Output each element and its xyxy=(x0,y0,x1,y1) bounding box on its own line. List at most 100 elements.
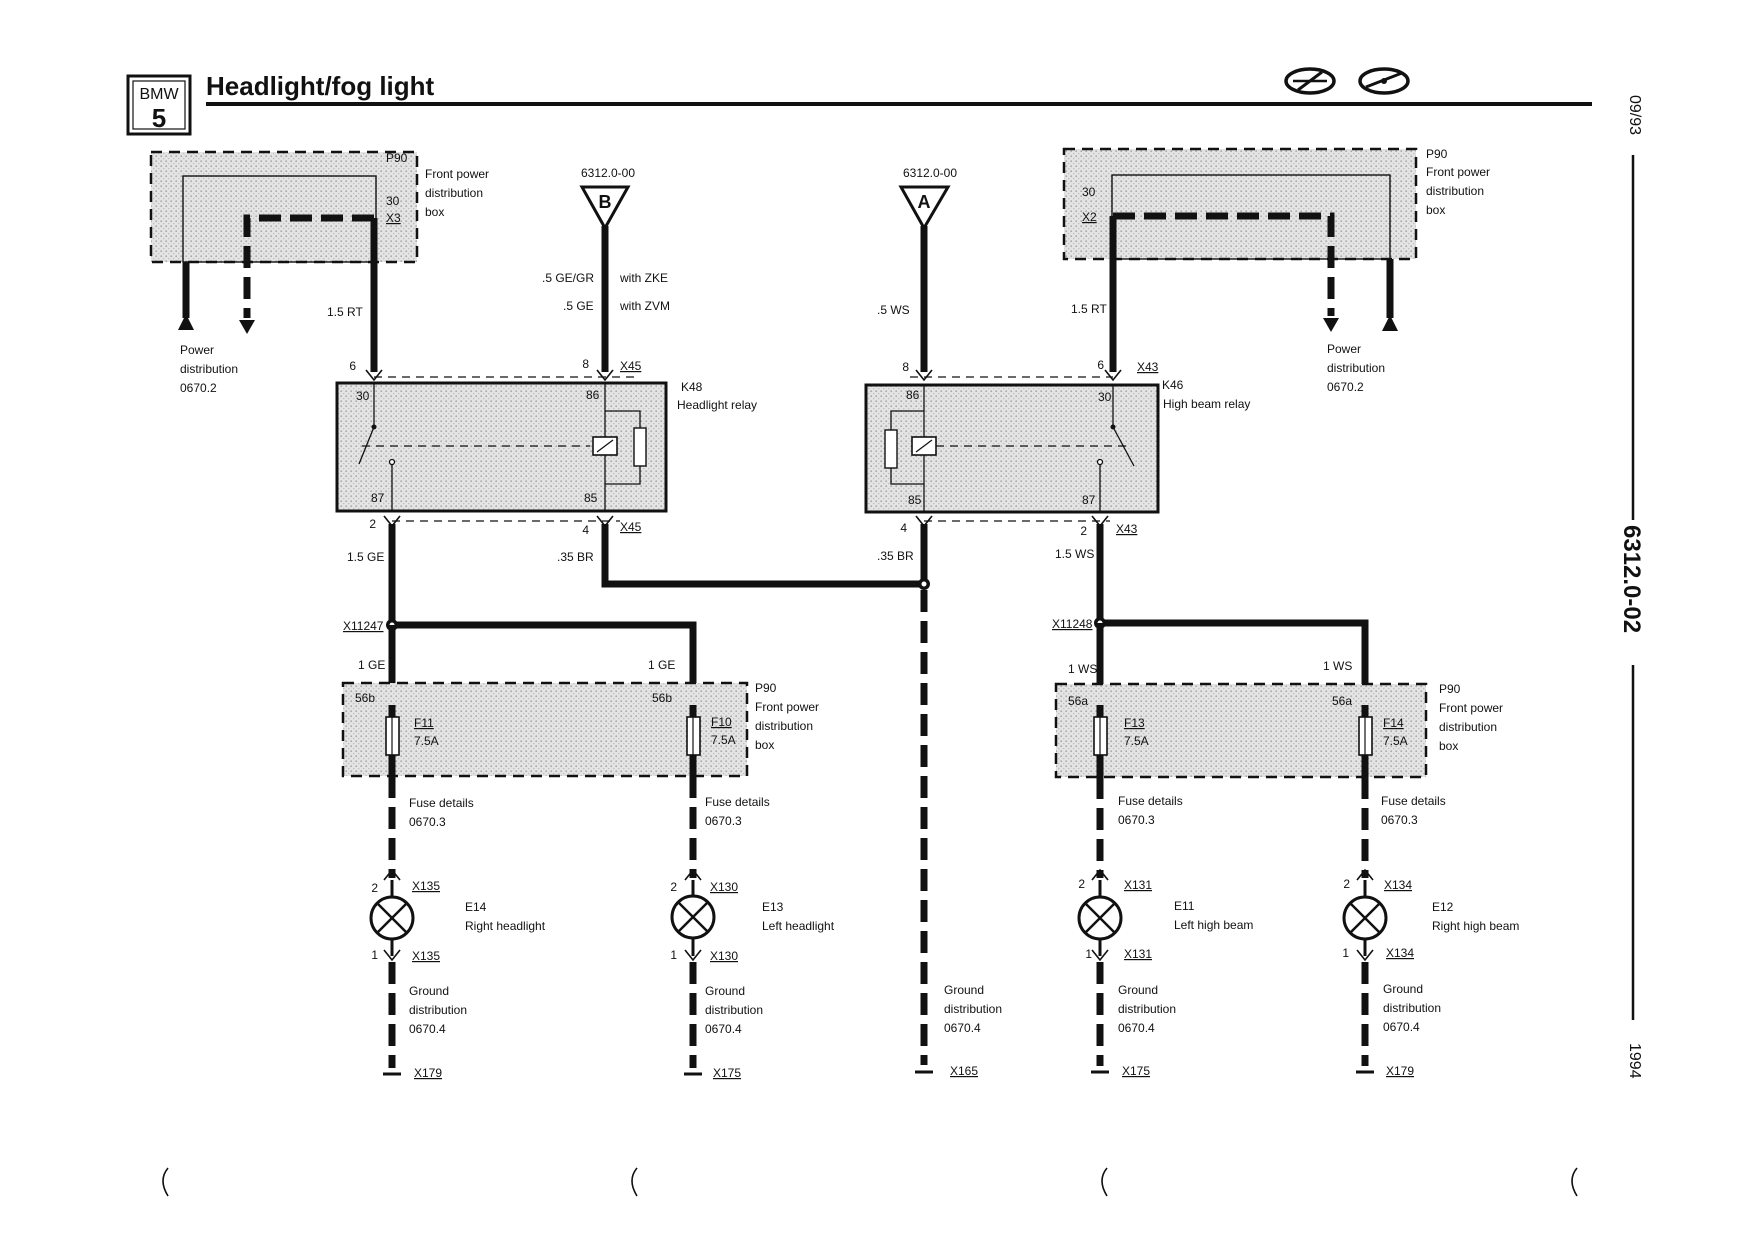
ground-label: Ground xyxy=(1383,982,1423,996)
box-desc-1: Front power xyxy=(755,700,819,714)
pin-label: 2 xyxy=(1078,877,1085,891)
fuse-details-label: Fuse details xyxy=(705,795,770,809)
box-desc-3: box xyxy=(755,738,774,752)
wire-label: 1 WS xyxy=(1068,662,1097,676)
connector-label: X130 xyxy=(710,949,738,963)
wire-label: 1.5 RT xyxy=(1071,302,1107,316)
bmw-logo: BMW 5 xyxy=(126,74,192,136)
no-steering-icon xyxy=(1284,67,1336,95)
pin-label: 4 xyxy=(582,523,589,537)
ground-label: distribution xyxy=(705,1003,763,1017)
box-desc-1: Front power xyxy=(425,167,489,181)
ref-label-3: 0670.2 xyxy=(180,381,217,395)
wire-label: 1 GE xyxy=(358,658,385,672)
logo-number: 5 xyxy=(152,103,166,133)
connector-label: X45 xyxy=(620,520,642,534)
connector-ref: 6312.0-00 xyxy=(903,166,957,180)
splice-dot-center xyxy=(921,581,927,587)
wire-label: 1.5 GE xyxy=(347,550,384,564)
ref-label-1: Power xyxy=(180,343,214,357)
relay-name: K48 xyxy=(681,380,703,394)
lamp-id: E13 xyxy=(762,900,784,914)
pin-label: 30 xyxy=(356,389,370,403)
fuse-details-ref: 0670.3 xyxy=(409,815,446,829)
pin-label: 8 xyxy=(902,360,909,374)
ground-connector: X165 xyxy=(950,1064,978,1078)
steering-icon xyxy=(1358,67,1410,95)
pin-label: 1 xyxy=(670,948,677,962)
connector-label: X131 xyxy=(1124,947,1152,961)
pin-label: 2 xyxy=(1080,524,1087,538)
note-zvm: with ZVM xyxy=(619,299,670,313)
ground-label: Ground xyxy=(705,984,745,998)
ground-connector: X175 xyxy=(713,1066,741,1080)
ground-ref: 0670.4 xyxy=(705,1022,742,1036)
fusebox-left: 1 GE 1 GE 56b 56b F11 7.5A F10 7.5A P90 … xyxy=(341,658,819,778)
box-desc-2: distribution xyxy=(425,186,483,200)
relay-desc: Headlight relay xyxy=(677,398,757,412)
branch-e13: Fuse details 0670.3 2 X130 E13 Left head… xyxy=(670,776,835,1080)
connector-label: X135 xyxy=(412,949,440,963)
ref-label-2: distribution xyxy=(1327,361,1385,375)
lamp-icon xyxy=(1077,895,1123,941)
ground-label: distribution xyxy=(1118,1002,1176,1016)
connector-label: X130 xyxy=(710,880,738,894)
connector-label: X3 xyxy=(386,211,401,225)
ground-ref: 0670.4 xyxy=(1383,1020,1420,1034)
side-year: 1994 xyxy=(1626,1043,1643,1079)
pin-label: 87 xyxy=(371,491,385,505)
wire-label-zke: .5 GE/GR xyxy=(542,271,594,285)
pin-label: 1 xyxy=(371,948,378,962)
fuse-rating: 7.5A xyxy=(414,734,439,748)
fuse-label: F10 xyxy=(711,715,732,729)
fuse-rating: 7.5A xyxy=(1383,734,1408,748)
fuse-details-label: Fuse details xyxy=(1118,794,1183,808)
wire-label: .35 BR xyxy=(877,549,914,563)
relay-desc: High beam relay xyxy=(1163,397,1250,411)
note-zke: with ZKE xyxy=(619,271,668,285)
wire-label: .35 BR xyxy=(557,550,594,564)
lamp-icon xyxy=(670,894,716,940)
box-desc-1: Front power xyxy=(1426,165,1490,179)
ground-label: Ground xyxy=(1118,983,1158,997)
relay-k48: 6 8 X45 30 86 87 85 2 4 X45 K48 Headligh… xyxy=(335,357,757,537)
pin-label: 85 xyxy=(908,493,922,507)
branch-e14: Fuse details 0670.3 2 X135 E14 Right hea… xyxy=(369,776,546,1080)
connector-label: X43 xyxy=(1137,360,1159,374)
pin-label: 56a xyxy=(1332,694,1352,708)
power-box-left: P90 Front power distribution box 30 X3 xyxy=(149,150,489,264)
lamp-desc: Right high beam xyxy=(1432,919,1519,933)
lamp-id: E12 xyxy=(1432,900,1454,914)
box-name: P90 xyxy=(1439,682,1461,696)
pin-label: 6 xyxy=(1097,358,1104,372)
pin-label: 86 xyxy=(586,388,600,402)
pin-label: 85 xyxy=(584,491,598,505)
arrow-down-icon xyxy=(239,320,255,334)
connector-label: X43 xyxy=(1116,522,1138,536)
lamp-icon xyxy=(1342,895,1388,941)
ground-label: Ground xyxy=(409,984,449,998)
side-date: 09/93 xyxy=(1626,95,1643,135)
splice-label: X11248 xyxy=(1052,617,1093,631)
pin-label: 56b xyxy=(355,691,375,705)
side-strip: 09/93 6312.0-02 1994 xyxy=(1618,95,1645,1079)
fuse-label: F13 xyxy=(1124,716,1145,730)
ground-ref: 0670.4 xyxy=(1118,1021,1155,1035)
ground-label: distribution xyxy=(1383,1001,1441,1015)
connector-a: 6312.0-00 A xyxy=(898,166,957,232)
connector-label: X45 xyxy=(620,359,642,373)
pin-label: 2 xyxy=(371,881,378,895)
ground-connector: X179 xyxy=(1386,1064,1414,1078)
pin-label: 87 xyxy=(1082,493,1096,507)
connector-label: X134 xyxy=(1384,878,1412,892)
ground-connector: X179 xyxy=(414,1066,442,1080)
wire-35br-k48 xyxy=(601,524,924,588)
pin-label: 86 xyxy=(906,388,920,402)
ground-ref: 0670.4 xyxy=(409,1022,446,1036)
pin-label: 4 xyxy=(900,521,907,535)
wire-label: 1 GE xyxy=(648,658,675,672)
fuse-label: F11 xyxy=(414,716,434,730)
pin-label: 30 xyxy=(1082,185,1096,199)
power-lead-dashed xyxy=(243,214,374,318)
